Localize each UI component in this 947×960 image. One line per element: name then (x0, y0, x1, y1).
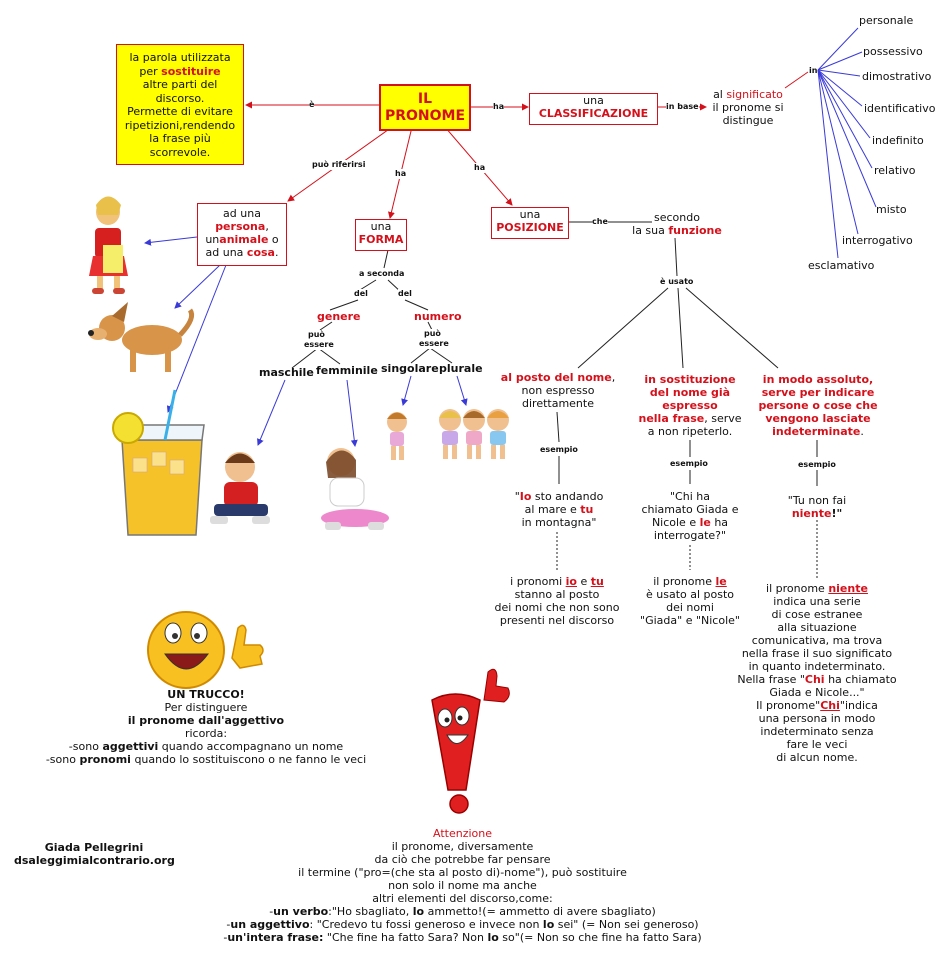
main-line2: PRONOME (384, 107, 466, 124)
def-line: discorso. (155, 91, 205, 105)
link-label: in base (666, 102, 699, 112)
explanation-3: il pronome niente indica una serie di co… (737, 582, 897, 764)
exclamation-mark-icon (431, 668, 510, 814)
link-label: ha (395, 169, 407, 179)
trick-box: UN TRUCCO! Per distinguere il pronome da… (45, 688, 367, 766)
attention-note: Attenzione il pronome, diversamente da c… (223, 827, 702, 944)
lemonade-glass-illustration (112, 389, 205, 536)
link-label: del (354, 289, 368, 299)
def-line: la parola utilizzata (129, 51, 231, 64)
def-line: per sostituire (139, 64, 221, 78)
link-label: del (398, 289, 412, 299)
type-item: possessivo (863, 45, 923, 58)
position-box: una POSIZIONE (491, 207, 569, 239)
link-label: può riferirsi (312, 160, 366, 170)
meaning-node: al significato il pronome si distingue (712, 88, 784, 127)
explanation-2: il pronome le è usato al posto dei nomi … (640, 575, 740, 627)
type-item: esclamativo (808, 259, 875, 272)
def-line: Permette di evitare (127, 105, 233, 118)
link-label: può (308, 330, 325, 340)
def-line: altre parti del (142, 78, 218, 91)
definition-box: la parola utilizzata per sostituire altr… (116, 44, 244, 165)
link-label: esempio (798, 460, 836, 470)
usage-absolute: in modo assoluto, serve per indicare per… (758, 373, 878, 438)
three-children-illustration (439, 409, 509, 459)
type-item: personale (859, 14, 914, 27)
def-line: scorrevole. (149, 145, 211, 159)
sitting-girl-illustration (321, 448, 389, 530)
example-2: "Chi ha chiamato Giada e Nicole e le ha … (641, 490, 739, 542)
smiley-thumbs-up-icon (147, 611, 264, 689)
maschile-node: maschile (259, 366, 314, 379)
form-box: una FORMA (355, 219, 407, 251)
def-line: la frase più (149, 132, 211, 145)
classification-line2: CLASSIFICAZIONE (538, 107, 649, 120)
link-label: essere (419, 339, 449, 349)
singolare-node: singolare (381, 362, 439, 375)
link-label: a seconda (359, 269, 405, 279)
type-item: interrogativo (842, 234, 913, 247)
link-label: esempio (670, 459, 708, 469)
link-label: può (424, 329, 441, 339)
refer-box: ad una persona, unanimale o ad una cosa. (197, 203, 287, 266)
single-child-illustration (387, 412, 407, 460)
usage-substitution: in sostituzione del nome già espresso ne… (638, 373, 742, 438)
main-line1: IL (417, 90, 433, 107)
explanation-1: i pronomi io e tu stanno al posto dei no… (494, 575, 620, 627)
type-item: identificativo (864, 102, 936, 115)
numero-node: numero (414, 310, 462, 323)
dog-illustration (88, 302, 195, 372)
main-concept-il-pronome: IL PRONOME (379, 84, 471, 131)
function-node: secondo la sua funzione (632, 211, 722, 237)
type-item: misto (876, 203, 907, 216)
link-label: in (809, 66, 818, 76)
link-label: ha (474, 163, 486, 173)
usage-in-place-of-noun: al posto del nome, non espresso direttam… (500, 371, 616, 410)
link-label: che (592, 217, 608, 227)
link-label: è usato (660, 277, 694, 287)
example-1: "Io sto andando al mare e tu in montagna… (514, 490, 604, 529)
classification-box: una CLASSIFICAZIONE (529, 93, 658, 125)
link-label: è (309, 100, 315, 110)
boy-illustration (210, 452, 270, 524)
example-3: "Tu non fai niente!" (787, 494, 847, 520)
link-label: ha (493, 102, 505, 112)
type-item: relativo (874, 164, 916, 177)
femminile-node: femminile (316, 364, 378, 377)
link-label: esempio (540, 445, 578, 455)
type-item: dimostrativo (862, 70, 932, 83)
genere-node: genere (317, 310, 361, 323)
def-line: ripetizioni,rendendo (124, 118, 236, 132)
classification-line1: una (583, 94, 604, 107)
author-credit: Giada Pellegrini dsaleggimialcontrario.o… (14, 841, 175, 867)
girl-illustration (89, 196, 128, 294)
plurale-node: plurale (439, 362, 483, 375)
link-label: essere (304, 340, 334, 350)
type-item: indefinito (872, 134, 924, 147)
